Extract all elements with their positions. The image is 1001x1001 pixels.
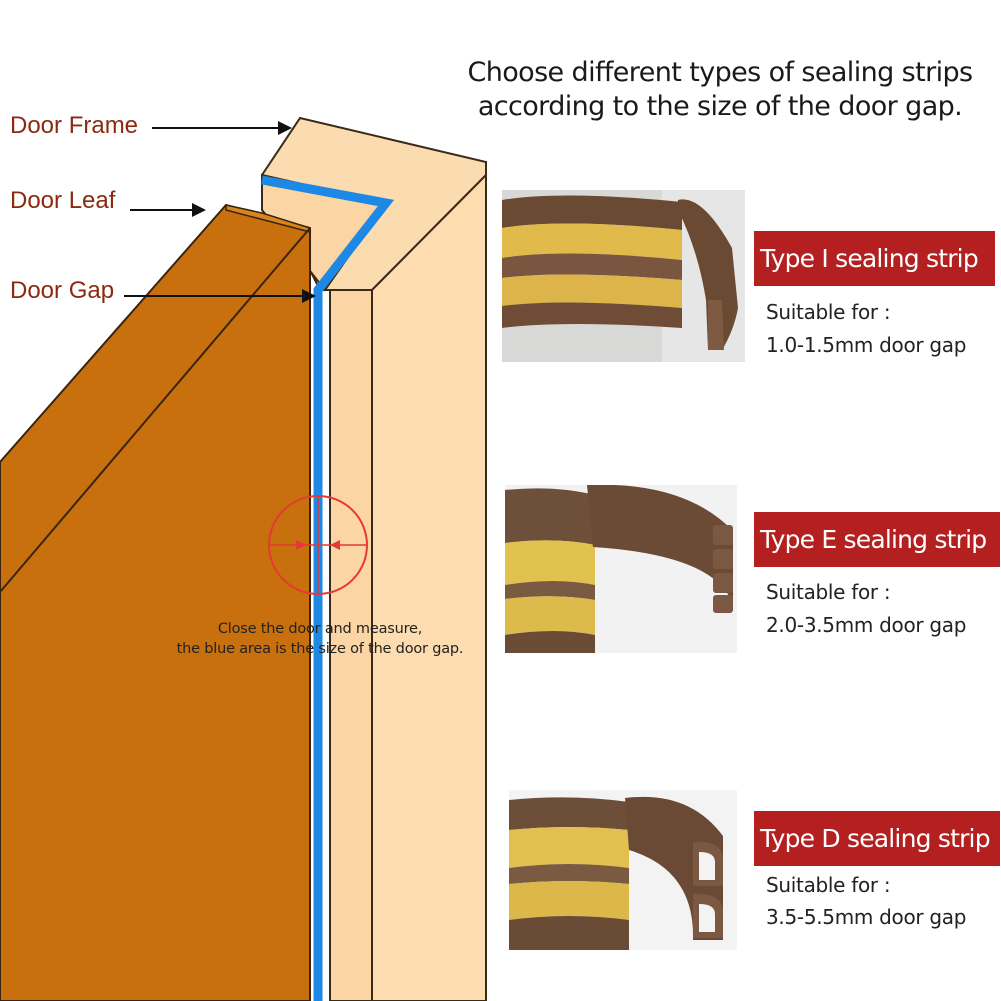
type-d-suitable-label: Suitable for : xyxy=(766,873,891,897)
type-e-badge: Type E sealing strip xyxy=(754,512,1000,567)
type-i-strip-photo xyxy=(502,190,745,362)
door-frame-arrow-head xyxy=(278,121,292,135)
door-frame-side xyxy=(371,172,487,1001)
type-i-suitable-label: Suitable for : xyxy=(766,300,891,324)
door-gap-arrow-head xyxy=(302,289,316,303)
door-leaf-arrow-head xyxy=(192,203,206,217)
type-d-strip-photo xyxy=(509,790,737,950)
measure-note-line-1: Close the door and measure, xyxy=(217,621,423,637)
page-heading: Choose different types of sealing strips… xyxy=(440,56,1000,124)
door-leaf-face xyxy=(0,203,311,1001)
type-e-strip-photo xyxy=(505,485,737,653)
heading-line-2: according to the size of the door gap. xyxy=(477,91,963,122)
door-frame-label: Door Frame xyxy=(10,112,139,139)
door-leaf-label: Door Leaf xyxy=(10,187,116,214)
door-leaf-edge xyxy=(225,204,311,233)
type-e-suitable-label: Suitable for : xyxy=(766,580,891,604)
measure-arrow-left xyxy=(296,540,306,550)
type-e-gap-range: 2.0-3.5mm door gap xyxy=(766,613,967,637)
door-leaf-diagonal xyxy=(0,227,311,593)
type-d-gap-range: 3.5-5.5mm door gap xyxy=(766,905,967,929)
measure-note: Close the door and measure, the blue are… xyxy=(140,619,500,659)
blue-gap-area xyxy=(261,175,395,1001)
measure-note-line-2: the blue area is the size of the door ga… xyxy=(176,641,464,657)
measure-arrow-right xyxy=(330,540,340,550)
type-d-badge: Type D sealing strip xyxy=(754,811,1000,866)
door-gap-label: Door Gap xyxy=(10,277,115,304)
type-i-gap-range: 1.0-1.5mm door gap xyxy=(766,333,967,357)
type-i-badge: Type I sealing strip xyxy=(754,231,995,286)
heading-line-1: Choose different types of sealing strips xyxy=(467,57,973,88)
